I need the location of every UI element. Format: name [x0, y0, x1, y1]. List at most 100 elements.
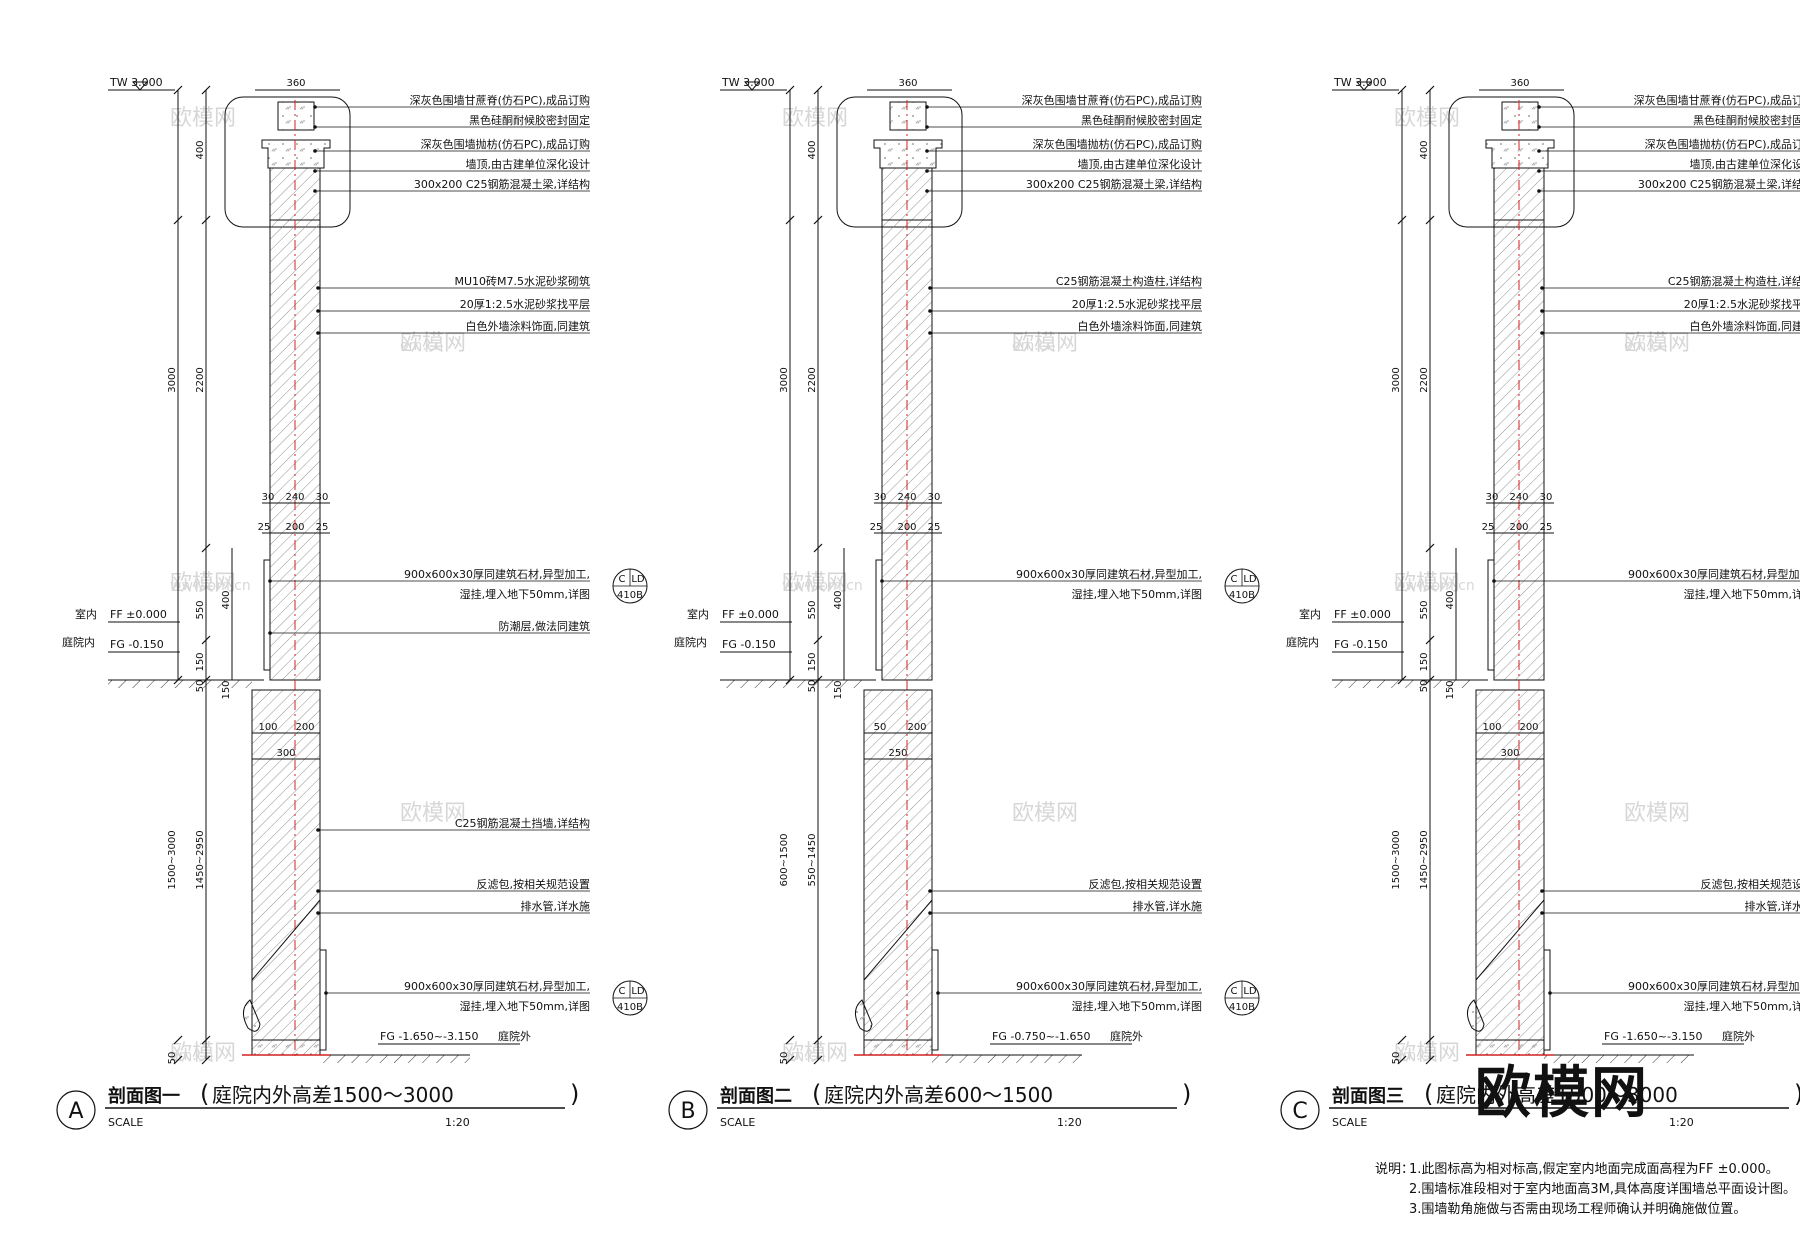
- scale-label: SCALE: [720, 1116, 755, 1129]
- dim-width-b3: 25: [1540, 522, 1553, 533]
- dim-width-a3: 30: [1540, 492, 1553, 503]
- cap-label-5: 300x200 C25钢筋混凝土梁,详结构: [1026, 177, 1202, 191]
- lower-label-3: 排水管,详水施: [1133, 899, 1203, 913]
- dim-width-b1: 25: [258, 522, 271, 533]
- stone-label-upper-a-dot: [1492, 579, 1496, 583]
- dim-width-b3: 25: [928, 522, 941, 533]
- ff-level-label: FF ±0.000: [1334, 608, 1391, 621]
- dim-width-b2: 200: [285, 522, 304, 533]
- stone-cladding-lower: [1544, 950, 1550, 1050]
- detail-ref-code: LD: [1243, 986, 1257, 997]
- dim-top: 360: [898, 78, 917, 89]
- dim-top: 360: [1510, 78, 1529, 89]
- body-label-1-dot: [1540, 286, 1544, 290]
- stone-label-lower-a: 900x600x30厚同建筑石材,异型加工,: [1628, 979, 1800, 993]
- lower-label-2-dot: [316, 889, 320, 893]
- detail-ref-code: LD: [631, 986, 645, 997]
- detail-ref-sheet: C: [619, 574, 626, 585]
- stone-cladding-upper: [264, 560, 270, 670]
- dim-grade: 50: [807, 680, 818, 693]
- dim-lower-range: 600~1500: [779, 834, 790, 887]
- cap-label-3: 深灰色围墙抛枋(仿石PC),成品订购: [421, 137, 590, 151]
- dim-footing-a1: 100: [1482, 722, 1501, 733]
- body-label-2-dot: [316, 309, 320, 313]
- cap-label-5-dot: [1537, 189, 1541, 193]
- detail-ref-number: 410B: [617, 590, 643, 601]
- stone-label-lower-b: 湿挂,埋入地下50mm,详图: [460, 999, 590, 1013]
- note-row-3: 3.围墙勒角施做与否需由现场工程师确认并明确施做位置。: [1375, 1200, 1795, 1220]
- dim-stone-height: 550: [1419, 600, 1430, 619]
- retaining-wall: [1476, 690, 1544, 1055]
- dim-width-a2: 240: [897, 492, 916, 503]
- detail-ref-code: LD: [1243, 574, 1257, 585]
- ff-level-label: FF ±0.000: [110, 608, 167, 621]
- ground-outside: [320, 1055, 470, 1063]
- dim-lower-range-inner: 1450~2950: [1419, 830, 1430, 889]
- watermark: www.om.cn: [782, 578, 863, 594]
- cap-label-4-dot: [313, 169, 317, 173]
- note-1: 1.此图标高为相对标高,假定室内地面完成面高程为FF ±0.000。: [1409, 1162, 1779, 1177]
- cap-coping: [1486, 140, 1554, 168]
- cap-label-4: 墙顶,由古建单位深化设计: [1690, 157, 1800, 171]
- dim-body-height: 2200: [807, 367, 818, 392]
- dim-grade-inner: 150: [1445, 680, 1456, 699]
- brand-logo: 欧模网: [1475, 1048, 1649, 1129]
- body-label-3: 白色外墙涂料饰面,同建筑: [466, 319, 591, 333]
- watermark: 欧模网: [1012, 801, 1078, 826]
- lower-label-2: 反滤包,按相关规范设置: [1089, 877, 1203, 891]
- detail-ref-sheet: C: [619, 986, 626, 997]
- stone-label-upper-b: 湿挂,埋入地下50mm,详图: [1072, 587, 1202, 601]
- dim-width-b1: 25: [870, 522, 883, 533]
- lower-label-3-dot: [316, 911, 320, 915]
- section-letter: C: [1292, 1099, 1307, 1124]
- cap-coping: [874, 140, 942, 168]
- cap-label-4-dot: [925, 169, 929, 173]
- cap-label-1-dot: [313, 105, 317, 109]
- detail-ref-code: LD: [631, 574, 645, 585]
- general-notes: 说明：1.此图标高为相对标高,假定室内地面完成面高程为FF ±0.000。 2.…: [1375, 1160, 1795, 1220]
- body-label-3-dot: [316, 331, 320, 335]
- section-letter: A: [68, 1099, 83, 1124]
- dim-width-a1: 30: [1486, 492, 1499, 503]
- cap-ridge: [890, 102, 926, 130]
- cap-label-4: 墙顶,由古建单位深化设计: [1078, 157, 1203, 171]
- dim-grade: 50: [195, 680, 206, 693]
- scale-value: 1:20: [1057, 1116, 1082, 1129]
- detail-ref-sheet: C: [1231, 574, 1238, 585]
- dim-footing-b: 300: [1500, 748, 1519, 759]
- cap-label-3: 深灰色围墙抛枋(仿石PC),成品订购: [1645, 137, 1800, 151]
- detail-ref-number: 410B: [1229, 590, 1255, 601]
- cap-label-4-dot: [1537, 169, 1541, 173]
- stone-label-lower-a-dot: [324, 991, 328, 995]
- wall-footing: [864, 1040, 932, 1055]
- stone-cladding-upper: [876, 560, 882, 670]
- damp-proof-label-dot: [268, 631, 272, 635]
- yard-outside-label: 庭院外: [1722, 1029, 1755, 1043]
- dim-lower-range: 1500~3000: [1391, 830, 1402, 889]
- lower-label-1: C25钢筋混凝土挡墙,详结构: [455, 816, 590, 830]
- cap-label-5-dot: [925, 189, 929, 193]
- cap-label-5: 300x200 C25钢筋混凝土梁,详结构: [1638, 177, 1800, 191]
- bottom-level-label: FG -1.650~-3.150: [380, 1030, 478, 1043]
- yard-outside-label: 庭院外: [1110, 1029, 1143, 1043]
- yard-outside-label: 庭院外: [498, 1029, 531, 1043]
- room-inside-label: 室内: [687, 607, 709, 621]
- dim-wall-height: 3000: [1391, 367, 1402, 392]
- cap-label-1: 深灰色围墙甘蔗脊(仿石PC),成品订购: [1634, 93, 1800, 107]
- cap-label-3-dot: [313, 149, 317, 153]
- stone-label-upper-a-dot: [880, 579, 884, 583]
- dim-base: 50: [1391, 1052, 1402, 1065]
- note-3: 3.围墙勒角施做与否需由现场工程师确认并明确施做位置。: [1409, 1202, 1746, 1217]
- watermark: om.cn: [1624, 338, 1667, 354]
- stone-label-lower-b: 湿挂,埋入地下50mm,详图: [1684, 999, 1800, 1013]
- bottom-level-label: FG -0.750~-1.650: [992, 1030, 1090, 1043]
- scale-value: 1:20: [1669, 1116, 1694, 1129]
- body-label-1: C25钢筋混凝土构造柱,详结构: [1056, 274, 1202, 288]
- dim-stone-height: 550: [807, 600, 818, 619]
- dim-fg-step: 150: [195, 652, 206, 671]
- stone-label-lower-a-dot: [1548, 991, 1552, 995]
- dim-cap-height: 400: [807, 140, 818, 159]
- dim-wall-height: 3000: [779, 367, 790, 392]
- dim-width-b2: 200: [897, 522, 916, 533]
- room-inside-label: 室内: [75, 607, 97, 621]
